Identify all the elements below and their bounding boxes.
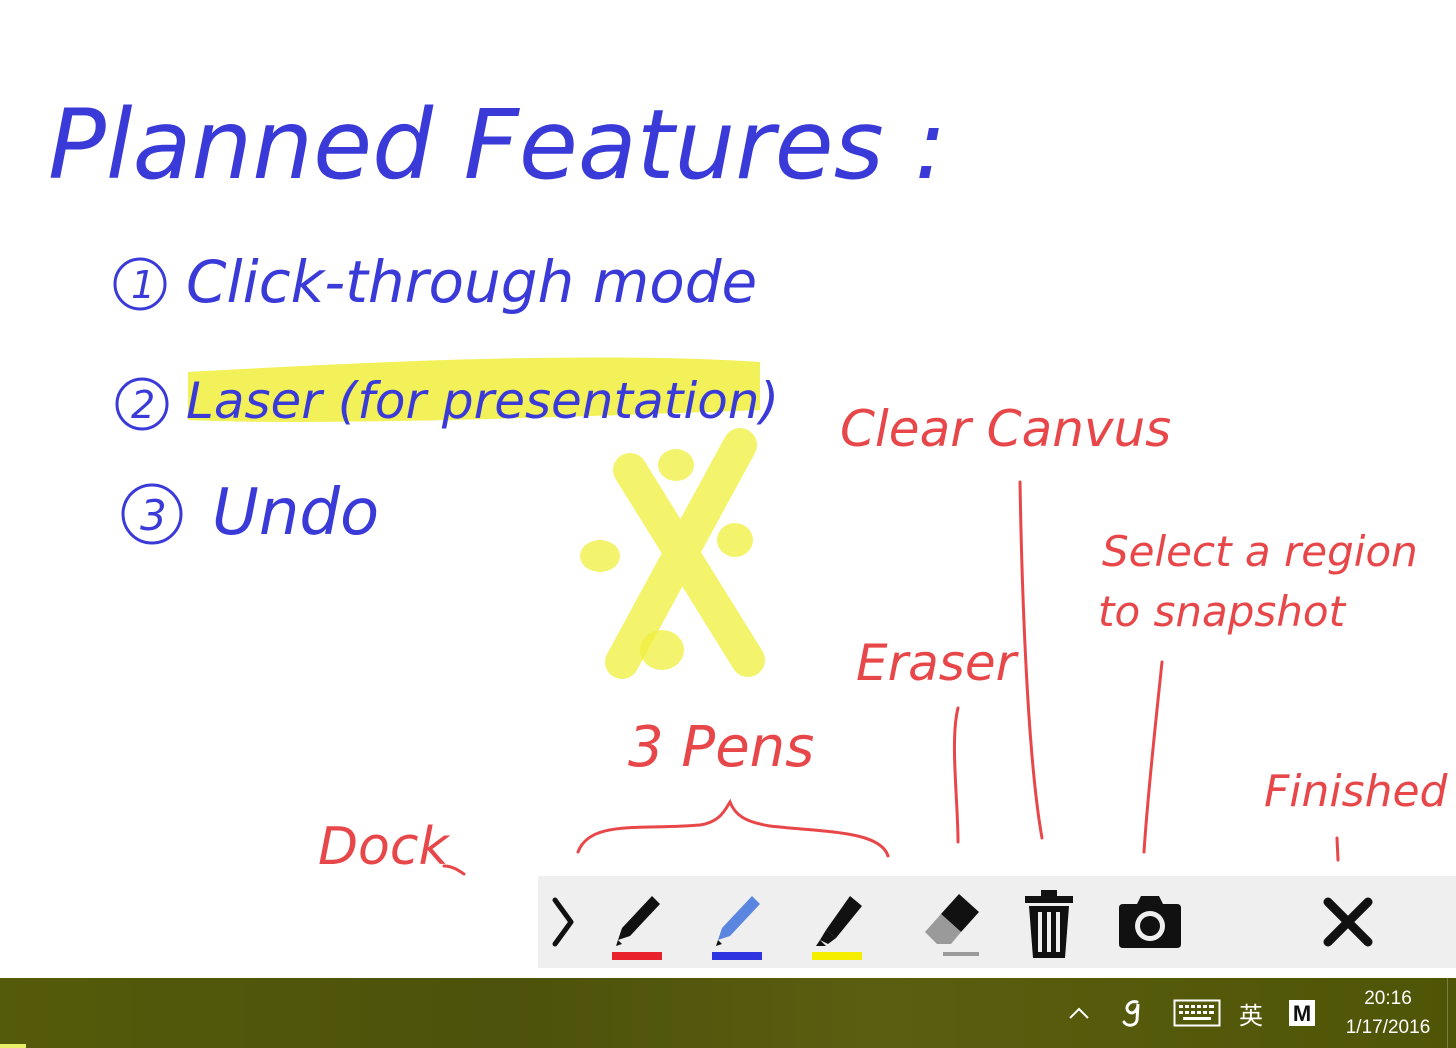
snapshot-button[interactable] (1112, 876, 1188, 968)
pointer-snapshot (1142, 660, 1164, 854)
system-clock[interactable]: 20:16 1/17/2016 (1330, 984, 1446, 1044)
pen-red-button[interactable] (602, 876, 670, 968)
touch-keyboard-button[interactable] (1170, 978, 1224, 1048)
pens-brace (576, 798, 890, 858)
keyboard-icon (1173, 999, 1221, 1027)
highlighter-stroke (188, 357, 760, 422)
annotation-snapshot: to snapshot (1098, 587, 1347, 636)
note-item-3: 3 Undo (121, 476, 379, 550)
tray-app-g[interactable] (1112, 978, 1152, 1048)
show-hidden-icons-button[interactable] (1062, 978, 1096, 1048)
item-text: Laser (for presentation) (186, 372, 779, 430)
g-app-icon (1122, 1000, 1140, 1027)
clock-date: 1/17/2016 (1345, 1017, 1431, 1038)
chevron-right-icon (552, 897, 574, 947)
notes-heading: Planned Features : (48, 89, 947, 201)
finish-button[interactable] (1316, 876, 1380, 968)
ime-mode-label: M (1289, 1000, 1315, 1026)
pen-icon (612, 896, 662, 960)
annotation-dock: Dock (318, 817, 450, 877)
ime-mode-indicator[interactable]: M (1284, 978, 1320, 1048)
eraser-icon (925, 894, 979, 956)
eraser-button[interactable] (912, 876, 988, 968)
item-text: Undo (212, 476, 379, 550)
item-number-circle (115, 377, 169, 431)
annotation-select-region: Select a region (1102, 527, 1418, 576)
camera-icon (1119, 896, 1181, 948)
drawing-toolbar (538, 876, 1456, 968)
highlighter-doodle (605, 428, 765, 679)
note-item-1: 1 Click-through mode (113, 248, 757, 316)
start-corner[interactable] (0, 1044, 26, 1048)
pen-blue-button[interactable] (702, 876, 770, 968)
close-icon (1323, 897, 1373, 947)
dock-button[interactable] (538, 876, 586, 968)
annotation-clear-canvas: Clear Canvus (840, 400, 1171, 458)
chevron-up-icon (1069, 1007, 1089, 1019)
show-desktop-button[interactable] (1447, 978, 1456, 1048)
note-item-2: 2 Laser (for presentation) (115, 372, 779, 431)
highlighter-icon (812, 896, 862, 960)
annotation-eraser: Eraser (856, 634, 1020, 692)
highlighter-yellow-button[interactable] (802, 876, 870, 968)
item-number-circle (121, 483, 183, 545)
taskbar: 英 M 20:16 1/17/2016 (0, 978, 1456, 1048)
clock-time: 20:16 (1364, 988, 1412, 1009)
pointer-eraser (952, 706, 960, 844)
pointer-finished (1335, 836, 1340, 862)
ime-language-indicator[interactable]: 英 (1239, 1001, 1263, 1030)
pointer-dock (442, 864, 466, 876)
item-text: Click-through mode (186, 248, 757, 316)
item-number-circle (113, 257, 167, 311)
clear-canvas-button[interactable] (1016, 876, 1082, 968)
item-number: 1 (131, 263, 155, 307)
annotation-pens: 3 Pens (628, 715, 814, 780)
drawing-canvas[interactable]: Planned Features : 1 Click-through mode … (0, 0, 1456, 978)
item-number: 3 (140, 491, 167, 540)
pointer-clear (1018, 480, 1044, 840)
item-number: 2 (131, 383, 155, 427)
pen-icon (712, 896, 762, 960)
ink-layer: Planned Features : 1 Click-through mode … (48, 89, 1449, 877)
highlighter-blobs (580, 449, 753, 670)
annotation-finished: Finished (1264, 766, 1449, 817)
trash-icon (1025, 890, 1073, 958)
annotation-pointers (442, 480, 1340, 876)
